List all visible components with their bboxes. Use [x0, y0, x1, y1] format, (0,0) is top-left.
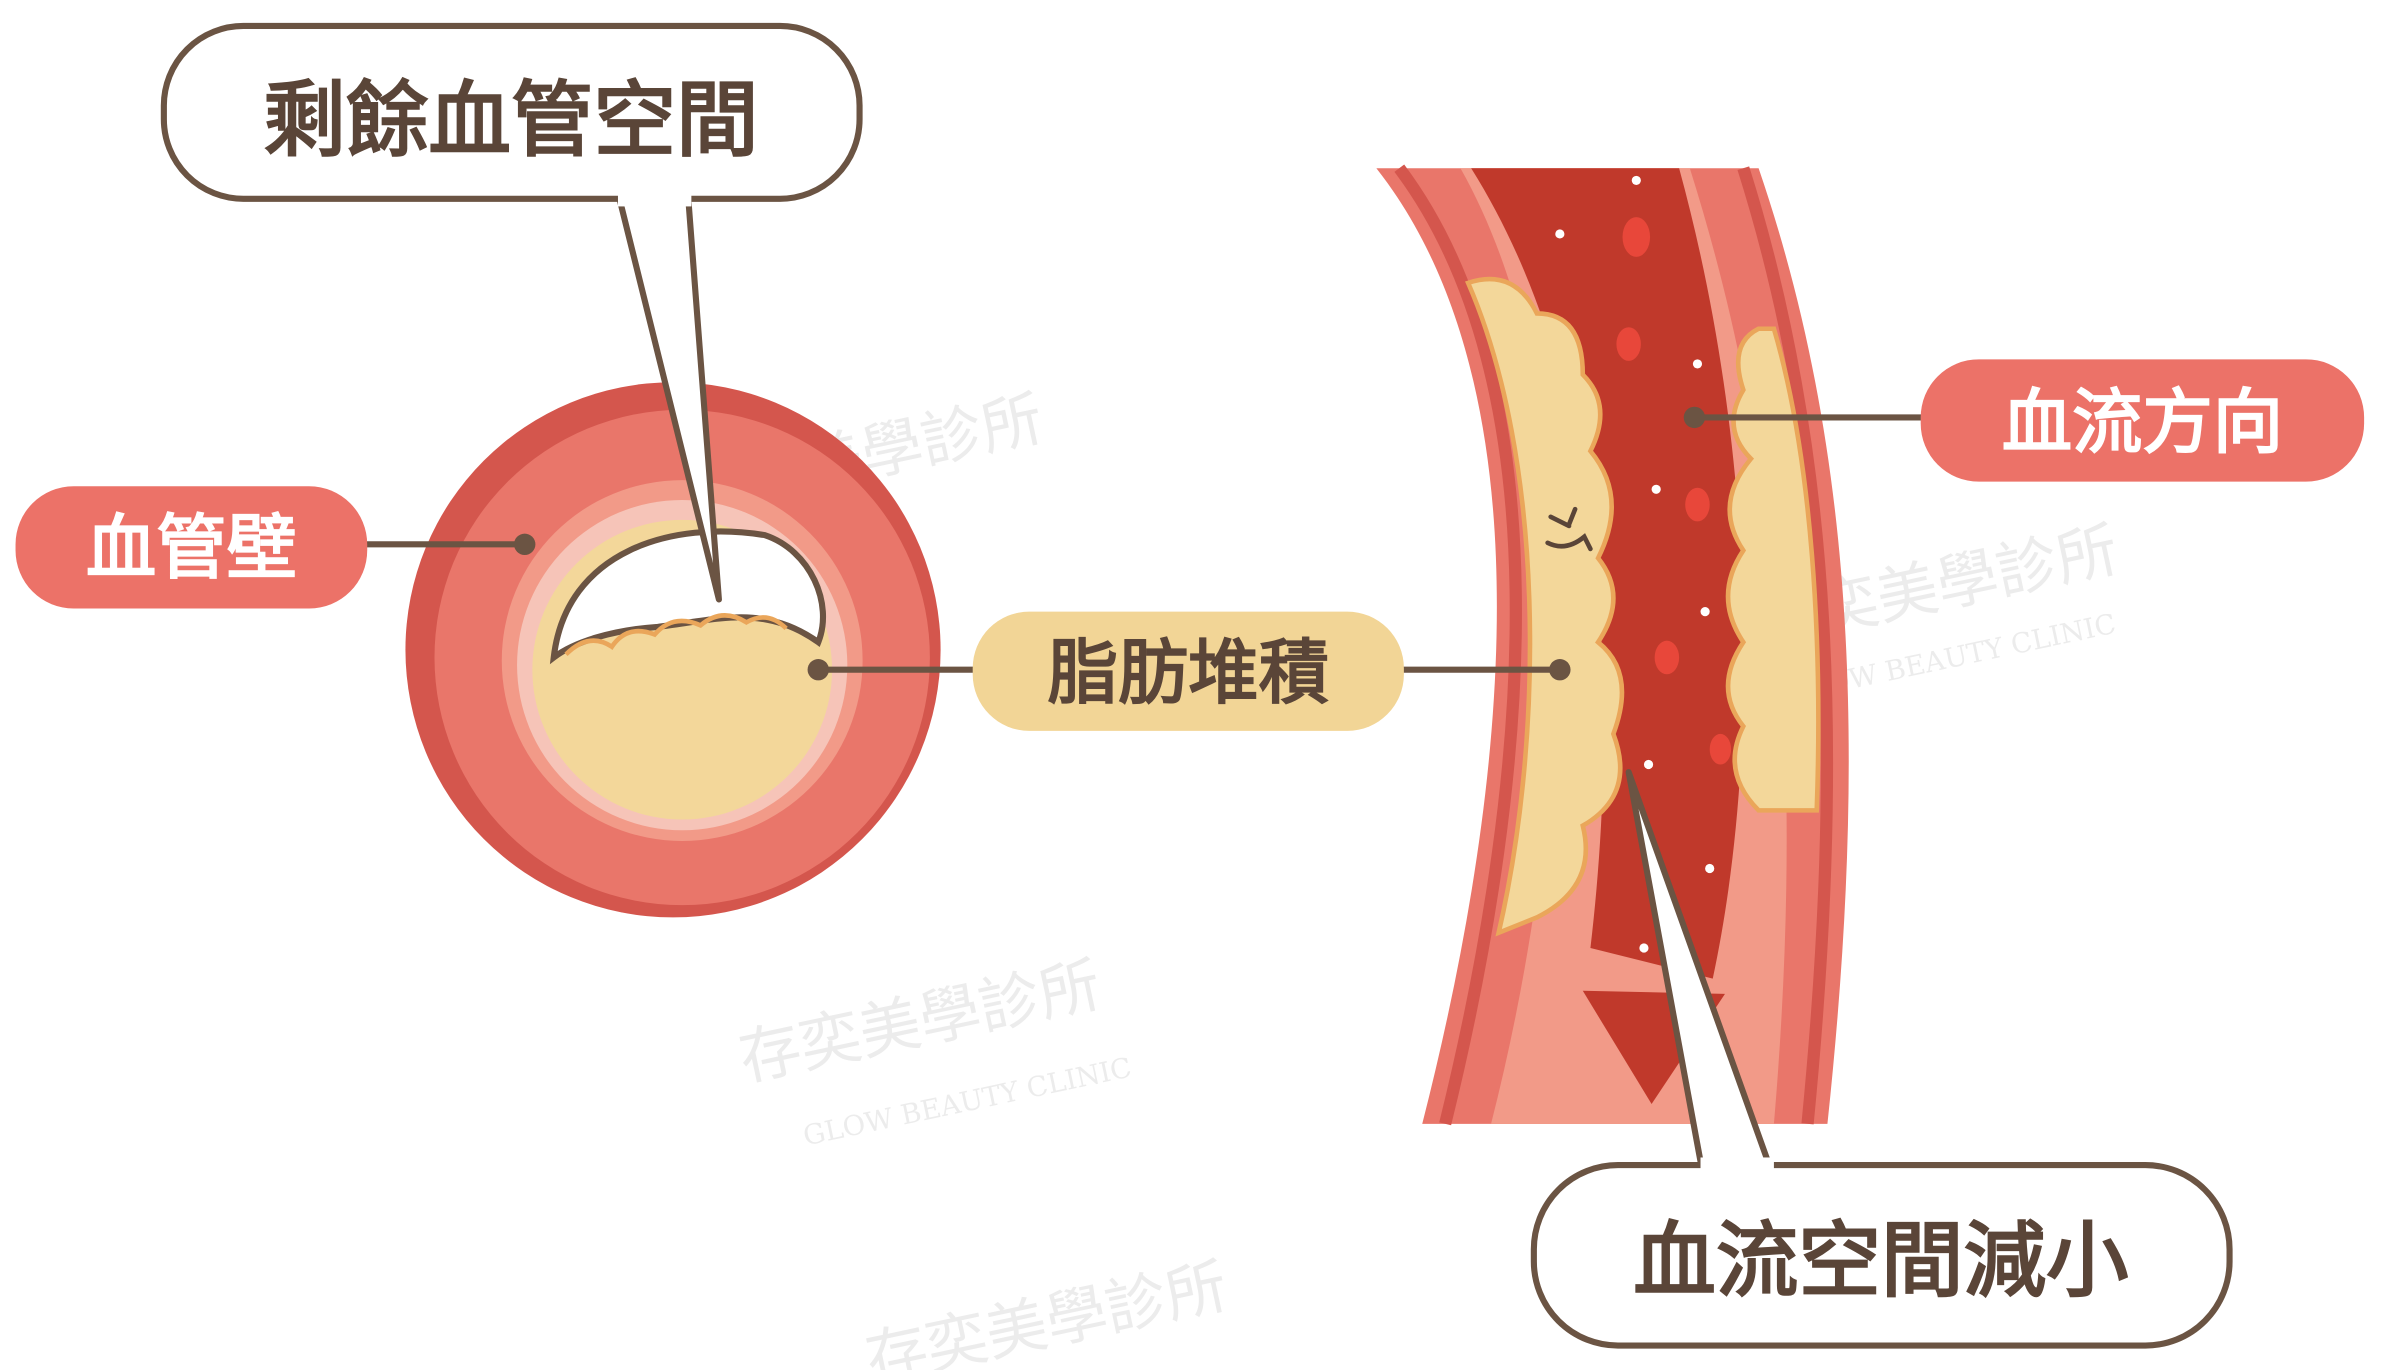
fat-face — [1545, 506, 1593, 552]
label-flow-direction: 血流方向 — [2002, 381, 2283, 463]
callout-remaining-space: 剩餘血管空間 — [160, 22, 863, 603]
blood-cells — [1616, 217, 1732, 765]
label-reduced-flow-space: 血流空間減小 — [1633, 1213, 2129, 1309]
label-group-fat-buildup: 脂肪堆積 — [807, 611, 1571, 731]
fat-deposit-left — [1465, 276, 1625, 937]
callout-reduced-flow-space: 血流空間減小 — [1530, 769, 2233, 1349]
blood-particles — [1555, 175, 1715, 953]
vessel-longitudinal — [1376, 164, 1849, 1126]
label-fat-buildup: 脂肪堆積 — [1048, 632, 1330, 714]
watermark-text: 存奕美學診所 — [860, 1251, 1234, 1370]
vessel-cross-section — [405, 382, 941, 918]
label-vessel-wall: 血管壁 — [86, 507, 297, 589]
label-remaining-space: 剩餘血管空間 — [263, 72, 758, 168]
label-group-vessel-wall: 血管壁 — [15, 486, 536, 609]
label-group-flow-direction: 血流方向 — [1683, 359, 2365, 482]
fat-deposit-right — [1725, 326, 1821, 813]
